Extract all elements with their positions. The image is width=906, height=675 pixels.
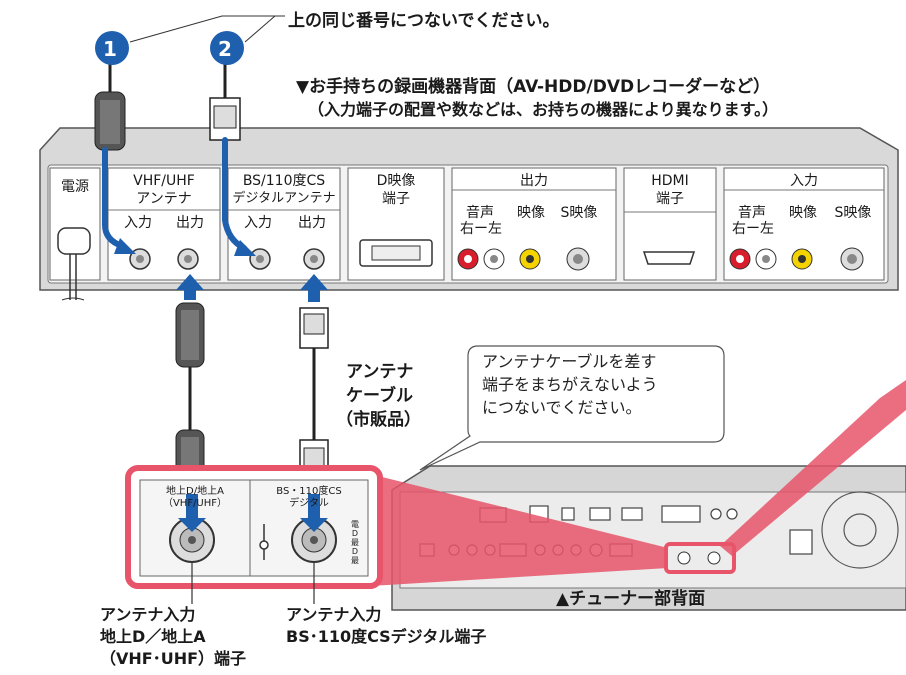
zoom-left-jack xyxy=(169,517,215,563)
power-label: 電源 xyxy=(61,179,89,195)
output-av-jacks xyxy=(457,247,590,271)
tuner-caption: ▲チューナー部背面 xyxy=(556,589,706,609)
input-svideo-label: S映像 xyxy=(834,205,872,221)
bubble-line1: アンテナケーブルを差す xyxy=(482,352,657,371)
bs-label-line1: BS/110度CS xyxy=(242,173,326,189)
output-video-label: 映像 xyxy=(517,205,545,221)
connection-instruction-note: 上の同じ番号につないでください。 xyxy=(288,11,560,31)
bs-in-jack xyxy=(249,248,271,270)
top-arrow-heads xyxy=(114,238,256,256)
bubble-line3: につないでください。 xyxy=(482,398,642,417)
d-video-terminal-icon xyxy=(359,239,433,267)
tuner-left-port-line1: 地上D/地上A xyxy=(166,486,224,497)
d-video-label-line2: 端子 xyxy=(382,191,410,207)
badge-1 xyxy=(95,31,129,65)
bs-in-label: 入力 xyxy=(244,215,272,231)
power-plug-icon xyxy=(57,227,91,301)
input-title: 入力 xyxy=(790,173,818,189)
bubble-line2: 端子をまちがえないよう xyxy=(482,375,658,394)
top-cable-1 xyxy=(94,60,126,151)
bottom-left-line3: （VHF･UHF）端子 xyxy=(100,649,247,668)
badge-leader-lines xyxy=(129,15,285,43)
input-audio-label: 音声 xyxy=(738,205,766,221)
hdmi-label-line2: 端子 xyxy=(656,191,684,207)
recorder-title: ▼お手持ちの録画機器背面（AV-HDD/DVDレコーダーなど） xyxy=(296,77,771,97)
output-svideo-label: S映像 xyxy=(560,205,598,221)
bottom-leader-lines xyxy=(191,562,315,604)
middle-cable-right xyxy=(299,307,329,481)
output-lr-label: 右ー左 xyxy=(460,221,502,237)
badge-2 xyxy=(210,31,244,65)
hdmi-port-icon xyxy=(642,251,696,265)
middle-cable-left xyxy=(175,302,205,491)
cable-label-line2: ケーブル xyxy=(346,386,413,406)
badge-1-label: 1 xyxy=(103,37,117,61)
cable-label-line1: アンテナ xyxy=(346,362,414,382)
bottom-right-line1: アンテナ入力 xyxy=(286,605,382,624)
vhf-out-jack xyxy=(177,248,199,270)
zoom-right-jack xyxy=(291,517,337,563)
output-title: 出力 xyxy=(520,173,548,189)
tuner-left-port-line2: （VHF/UHF） xyxy=(162,498,228,509)
bottom-left-line2: 地上D／地上A xyxy=(100,627,206,646)
vhf-out-label: 出力 xyxy=(176,215,204,231)
vhf-label-line2: アンテナ xyxy=(136,191,192,207)
vhf-label-line1: VHF/UHF xyxy=(133,173,195,189)
d-video-label-line1: D映像 xyxy=(376,173,416,189)
cable-label-line3: （市販品） xyxy=(336,410,421,430)
tuner-right-port-line2: デジタル xyxy=(289,498,329,509)
bs-out-jack xyxy=(303,248,325,270)
input-lr-label: 右ー左 xyxy=(732,221,774,237)
tuner-zoom-box xyxy=(125,465,383,589)
bs-out-label: 出力 xyxy=(298,215,326,231)
bottom-right-line2: BS･110度CSデジタル端子 xyxy=(286,627,487,646)
dc-symbol-icon xyxy=(259,524,269,560)
tuner-power-marks: 電 D 最 D 最 xyxy=(351,520,359,565)
up-arrows xyxy=(176,274,328,302)
tuner-right-port-line1: BS・110度CS xyxy=(276,486,342,497)
recorder-subtitle: （入力端子の配置や数などは、お持ちの機器により異なります。） xyxy=(308,100,779,119)
zoom-down-arrows xyxy=(178,494,328,532)
bs-label-line2: デジタルアンテナ xyxy=(232,191,336,206)
tuner-fan-icon xyxy=(821,491,899,569)
bottom-left-line1: アンテナ入力 xyxy=(100,605,196,624)
tuner-port-highlight xyxy=(370,380,906,586)
note-bubble xyxy=(419,345,725,471)
input-av-jacks xyxy=(729,247,864,271)
hdmi-label-line1: HDMI xyxy=(651,173,689,189)
input-video-label: 映像 xyxy=(789,205,817,221)
top-cable-2 xyxy=(209,60,241,141)
output-audio-label: 音声 xyxy=(466,205,494,221)
badge-2-label: 2 xyxy=(218,37,232,61)
vhf-in-label: 入力 xyxy=(124,215,152,231)
